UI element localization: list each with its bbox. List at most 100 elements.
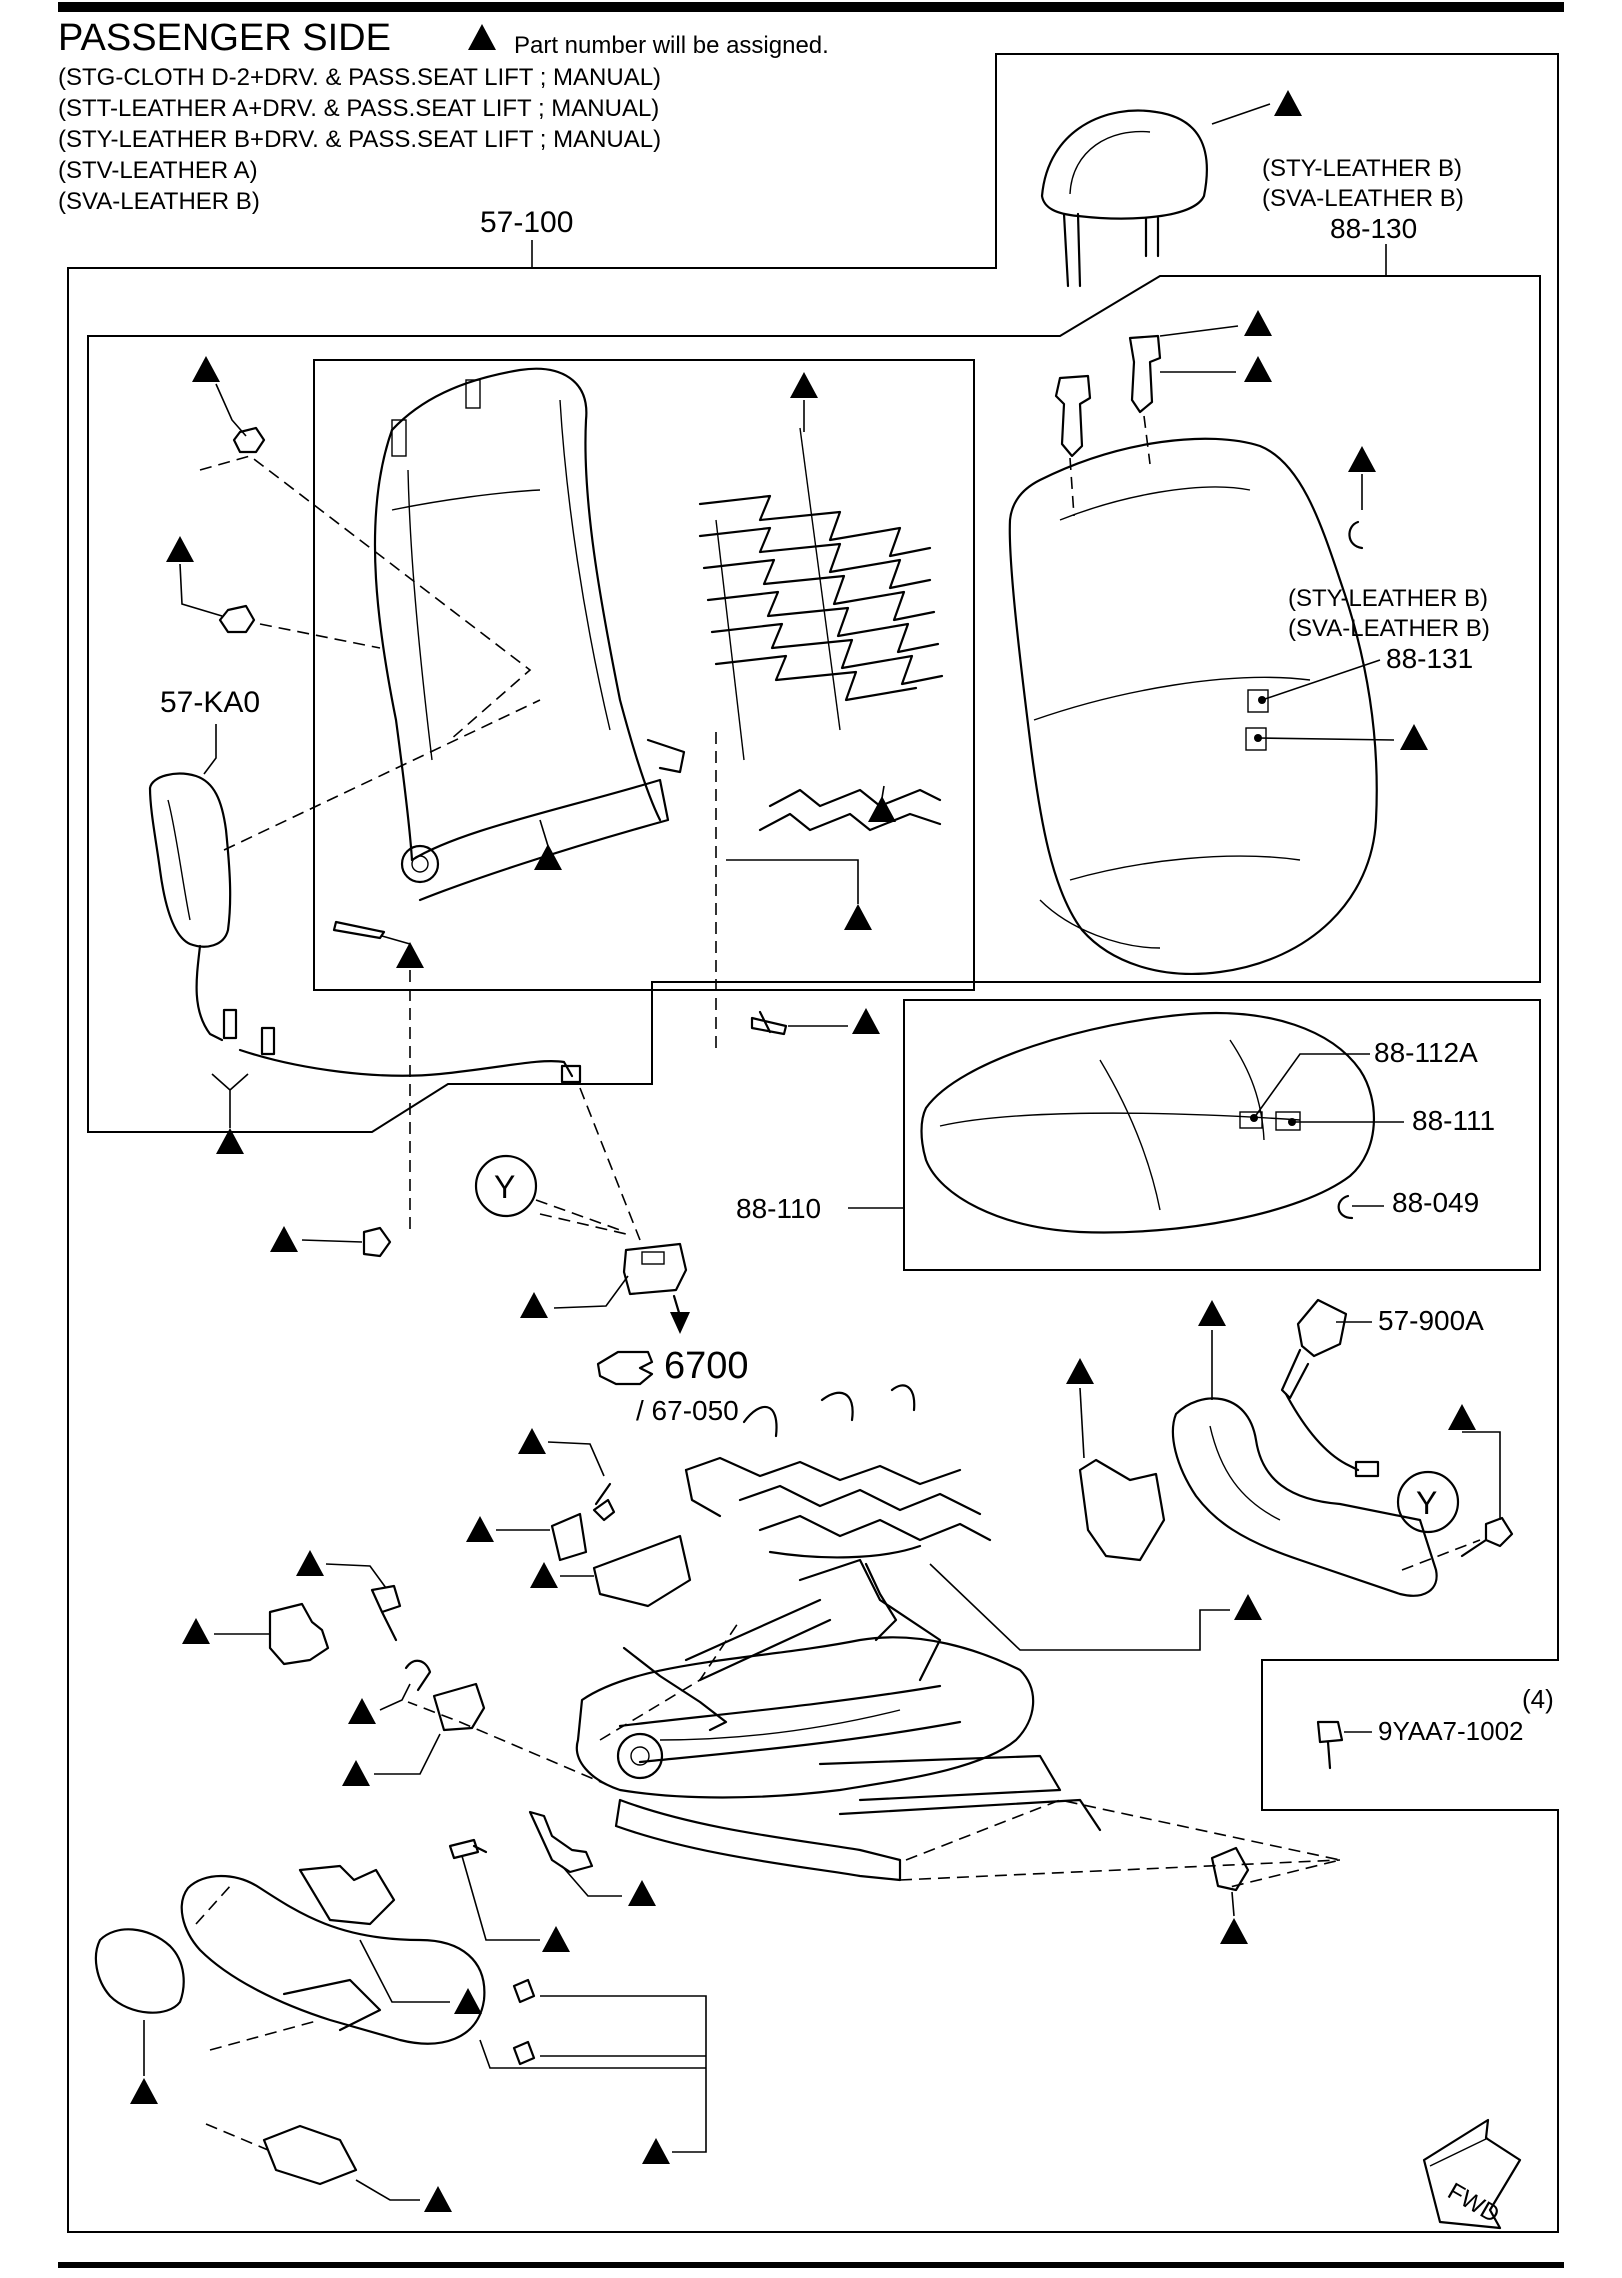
lumbar-springs	[698, 427, 944, 832]
leader-line	[203, 724, 217, 775]
seat-belt-label: 57-900A	[1378, 1305, 1484, 1336]
top-rule	[58, 2, 1564, 12]
backrest-group-box	[87, 275, 1541, 1133]
variant-line-2: (STT-LEATHER A+DRV. & PASS.SEAT LIFT ; M…	[58, 95, 659, 122]
assign-triangle-icon	[530, 1562, 558, 1588]
assign-triangle-icon	[192, 356, 220, 382]
leader-line	[726, 859, 859, 904]
assign-triangle-icon	[1244, 356, 1272, 382]
leader-line	[374, 1733, 441, 1775]
assign-triangle-icon	[1448, 1404, 1476, 1430]
seat-cushion-frame	[575, 1558, 1102, 1882]
leader-line	[929, 1563, 1230, 1651]
cushion-label: 88-110	[736, 1193, 821, 1224]
assembly-label: 57-100	[480, 206, 573, 239]
cushion-box	[903, 999, 1541, 1271]
cushion-spring	[684, 1384, 992, 1559]
cushion-clip-label: 88-049	[1392, 1187, 1479, 1218]
assign-triangle-icon	[852, 1008, 880, 1034]
leader-line	[539, 1213, 627, 1235]
assign-triangle-icon	[270, 1226, 298, 1252]
leader-line	[1069, 457, 1075, 517]
assign-triangle-icon	[130, 2078, 158, 2104]
assign-triangle-icon	[1198, 1300, 1226, 1326]
connector-ref-label: Y	[494, 1169, 515, 1205]
leader-line	[1261, 659, 1381, 701]
cushion-pad-label: 88-111	[1412, 1105, 1495, 1136]
assign-triangle-icon	[396, 942, 424, 968]
hand-pointer-icon	[596, 1350, 654, 1386]
assembly-frame	[67, 53, 1559, 2233]
leader-line	[195, 1883, 233, 1925]
backrest-cover	[1008, 437, 1378, 975]
leader-line	[461, 1855, 540, 1941]
assign-triangle-icon	[1244, 310, 1272, 336]
wiring-sub-ref-label: / 67-050	[636, 1395, 739, 1426]
assigned-note: Part number will be assigned.	[514, 32, 829, 59]
headrest	[1040, 109, 1208, 288]
leader-line	[1231, 1891, 1235, 1917]
leader-line	[199, 455, 532, 741]
side-airbag-label: 57-KA0	[160, 686, 260, 719]
variant-line-4: (STV-LEATHER A)	[58, 157, 258, 184]
bottom-rule	[58, 2262, 1564, 2268]
leader-line	[355, 2179, 420, 2201]
bolt-qty-label: (4)	[1522, 1684, 1554, 1714]
leader-line	[539, 819, 549, 847]
variant-line-1: (STG-CLOTH D-2+DRV. & PASS.SEAT LIFT ; M…	[58, 64, 661, 91]
leader-line	[561, 1865, 622, 1897]
assign-triangle-icon	[1066, 1358, 1094, 1384]
assign-triangle-icon	[348, 1698, 376, 1724]
headrest-cover-label: 88-130	[1330, 213, 1417, 244]
side-shield-right	[1078, 1397, 1438, 1597]
leader-line	[359, 1939, 450, 2003]
leader-line	[211, 1073, 249, 1128]
leader-line	[535, 1087, 641, 1241]
leader-line	[179, 563, 223, 617]
variant-line-5: (SVA-LEATHER B)	[58, 188, 260, 215]
assign-triangle-icon	[166, 536, 194, 562]
side-airbag	[148, 772, 582, 1084]
variant-line-3: (STY-LEATHER B+DRV. & PASS.SEAT LIFT ; M…	[58, 126, 661, 153]
assign-triangle-icon	[1234, 1594, 1262, 1620]
assign-triangle-icon	[520, 1292, 548, 1318]
leader-line	[905, 1799, 1341, 1889]
assign-triangle-icon	[424, 2186, 452, 2212]
leader-line	[407, 1701, 611, 1787]
assign-triangle-icon	[642, 2138, 670, 2164]
assign-triangle-icon	[1220, 1918, 1248, 1944]
wiring-ref-label: 6700	[664, 1345, 749, 1387]
backrest-frame-box	[313, 359, 975, 991]
leader-line	[1079, 1387, 1085, 1459]
trim-grade-label: (STY-LEATHER B)	[1262, 155, 1462, 182]
leader-line	[205, 2123, 269, 2151]
fwd-label: FWD	[1443, 2178, 1504, 2229]
leader-line	[209, 2019, 321, 2051]
trim-grade-label: (SVA-LEATHER B)	[1262, 185, 1464, 212]
leader-line	[547, 1441, 605, 1477]
leader-line	[301, 1239, 363, 1243]
leader-line	[379, 1683, 411, 1711]
leader-line	[553, 1275, 629, 1309]
leader-line	[599, 1619, 741, 1741]
leader-line	[1462, 1431, 1501, 1520]
assign-triangle-icon	[534, 844, 562, 870]
assign-triangle-icon	[454, 1988, 482, 2014]
backrest-frame	[373, 367, 686, 902]
cushion-pad-a-label: 88-112A	[1374, 1037, 1478, 1068]
leader-line	[1253, 1053, 1370, 1119]
seat-belt-buckle	[1280, 1298, 1380, 1478]
leader-line	[215, 383, 247, 437]
leader-line	[325, 1563, 387, 1589]
assign-triangle-icon	[844, 904, 872, 930]
connector-ref-label-2: Y	[1416, 1485, 1437, 1521]
connector-ref-circle-2	[1396, 1470, 1460, 1534]
trim-grade-label: (STY-LEATHER B)	[1288, 585, 1488, 612]
assign-triangle-icon	[542, 1926, 570, 1952]
assign-triangle-icon	[466, 1516, 494, 1542]
assign-triangle-icon	[182, 1618, 210, 1644]
leader-line	[881, 785, 885, 799]
trim-grade-label: (SVA-LEATHER B)	[1288, 615, 1490, 642]
leader-line	[1159, 325, 1239, 337]
assign-triangle-icon	[342, 1760, 370, 1786]
